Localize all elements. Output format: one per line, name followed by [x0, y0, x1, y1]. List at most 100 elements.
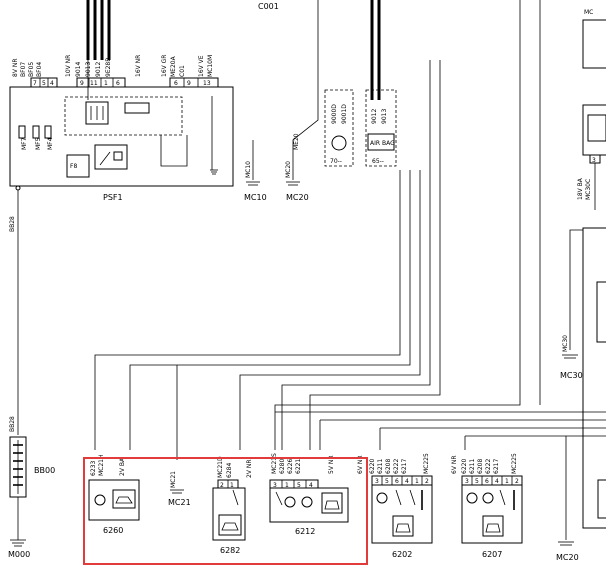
m6202-wire-label: 6208	[385, 459, 392, 474]
psf1-wire-label: 9012	[95, 62, 102, 77]
m6207-pin: 4	[495, 478, 499, 485]
m6282-wire-label: MC21D	[217, 456, 224, 478]
m6212-pin: 1	[285, 482, 289, 489]
module-6212: MC21S 6280 6226 6221 5V NR 3 1 5 4 6212	[269, 453, 349, 536]
mc10-wire-label: MC10	[245, 161, 252, 178]
module-6207: 6V NR 6220 6211 6208 6222 6217 MC225 3 5…	[451, 453, 523, 559]
m6207-pin: 2	[515, 478, 519, 485]
psf1-pin: 9	[80, 80, 84, 87]
m6212-pin: 5	[297, 482, 301, 489]
ground-mc30: MC30	[560, 371, 583, 380]
psf1-wire-label: MC10M	[207, 55, 214, 77]
connector-65-name: 65--	[372, 158, 384, 165]
psf1-wire-label: BF04	[36, 62, 43, 77]
bb28-label: BB28	[9, 216, 16, 232]
m6202-pin: 4	[405, 478, 409, 485]
m6282-pin: 1	[230, 482, 234, 489]
me20-wire-label: ME20	[293, 133, 300, 150]
bb28-wire: BB28 BB28	[9, 185, 21, 435]
psf1-wire-label: 16V GR	[161, 55, 168, 77]
connector-70-name: 70--	[330, 158, 342, 165]
connector-70: 9000D 9001D 70--	[324, 89, 354, 167]
m6212-wire-label: 6280	[279, 459, 286, 474]
psf1-pin: 6	[116, 80, 120, 87]
m6212-wire-label: 6226	[287, 459, 294, 474]
m6202-pin: 1	[415, 478, 419, 485]
m6202-pin: 3	[375, 478, 379, 485]
m6212-wire-label: MC21S	[271, 453, 278, 474]
psf1-pin: 11	[90, 80, 98, 87]
m6202-name: 6202	[392, 550, 412, 559]
m6202-pin: 5	[385, 478, 389, 485]
m6202-wire-label: 6222	[393, 459, 400, 474]
m6207-wire-label: 6211	[469, 459, 476, 474]
m6202-wire-label: 6220	[369, 459, 376, 474]
psf1-wire-label: ME20A	[170, 55, 177, 77]
psf1-wire-label: BF07	[20, 62, 27, 77]
top-connector-label: C001	[258, 2, 279, 11]
psf1-wire-label: BF05	[28, 62, 35, 77]
m6282-name: 6282	[220, 546, 240, 555]
m6207-pin: 1	[505, 478, 509, 485]
mc30-wire-label: MC30	[562, 335, 569, 352]
m6207-wire-label: 6220	[461, 459, 468, 474]
m6207-name: 6207	[482, 550, 502, 559]
relay-label: F8	[70, 163, 77, 170]
top-harness-wires	[86, 0, 381, 100]
m6260-wire-label: MC21H	[98, 454, 105, 476]
airbag-badge: AIR BAG	[370, 140, 395, 147]
connector-65-label: 9012	[371, 109, 378, 124]
m6212-wire-label: 5V NR	[328, 456, 335, 475]
m6282-wire-label: 2V NR	[246, 460, 253, 479]
m6282-pin: 2	[220, 482, 224, 489]
m6212-pin: 3	[273, 482, 277, 489]
m6207-wire-label: 6208	[477, 459, 484, 474]
m6202-wire-label: 6V NR	[357, 456, 364, 475]
fuse-label: MF7	[21, 137, 28, 150]
m6282-wire-label: 6284	[226, 463, 233, 478]
m6212-pin: 4	[309, 482, 313, 489]
right-top-wire-label: MC30C	[585, 179, 592, 200]
fuse-label: MF4	[47, 137, 54, 150]
bus-wires: MC20	[87, 0, 606, 562]
psf1-wire-label: C01	[179, 65, 186, 77]
ground-mc21: MC21	[168, 498, 191, 507]
psf1-wire-label: 9013	[85, 62, 92, 77]
connector-65: 9012 9013 AIR BAG 65--	[365, 89, 397, 167]
m6202-pin: 6	[395, 478, 399, 485]
m6260-name: 6260	[103, 526, 123, 535]
psf1-wire-label: 8V NR	[12, 59, 19, 78]
psf1-wire-label: 16V NR	[135, 55, 142, 77]
right-top-wire-label: 18V BA	[577, 177, 584, 200]
module-6282: MC21D 6284 2V NR 2 1 6282	[212, 456, 253, 555]
connector-70-label: 9000D	[331, 104, 338, 124]
m6207-wire-label: 6222	[485, 459, 492, 474]
m6207-wire-label: 6V NR	[451, 456, 458, 475]
m6260-wire-label: 6233	[90, 461, 97, 476]
m6202-pin: 2	[425, 478, 429, 485]
m6207-wire-label: 6217	[493, 459, 500, 474]
mc20-ground: ME20 MC20 MC20	[285, 38, 319, 202]
psf1-pin: 5	[42, 80, 46, 87]
connector-65-label: 9013	[381, 109, 388, 124]
psf1-wire-label: 10V NR	[65, 55, 72, 77]
fuse-label: MF5	[35, 137, 42, 150]
psf1-name: PSF1	[103, 193, 123, 202]
psf1-wire-label: 16V VE	[198, 55, 205, 77]
highlight-box	[83, 457, 368, 565]
right-top-label: MC	[584, 9, 593, 16]
m6212-wire-label: 6221	[295, 459, 302, 474]
m6202-wire-label: 6217	[401, 459, 408, 474]
m6260-wire-label: 2V BA	[119, 457, 126, 476]
psf1-pin: 13	[203, 80, 211, 87]
mc21-wire-label: MC21	[170, 471, 177, 488]
bb28-label: BB28	[9, 416, 16, 432]
bb00-battery: BB00 M000	[8, 436, 55, 559]
psf1-pin: 1	[104, 80, 108, 87]
psf1-pin: 7	[33, 80, 37, 87]
bb00-name: BB00	[34, 466, 55, 475]
psf1-pin: 9	[187, 80, 191, 87]
module-6202: 6V NR 6220 6211 6208 6222 6217 MC225 3 5…	[357, 453, 433, 559]
m6207-wire-label: MC225	[511, 453, 518, 474]
